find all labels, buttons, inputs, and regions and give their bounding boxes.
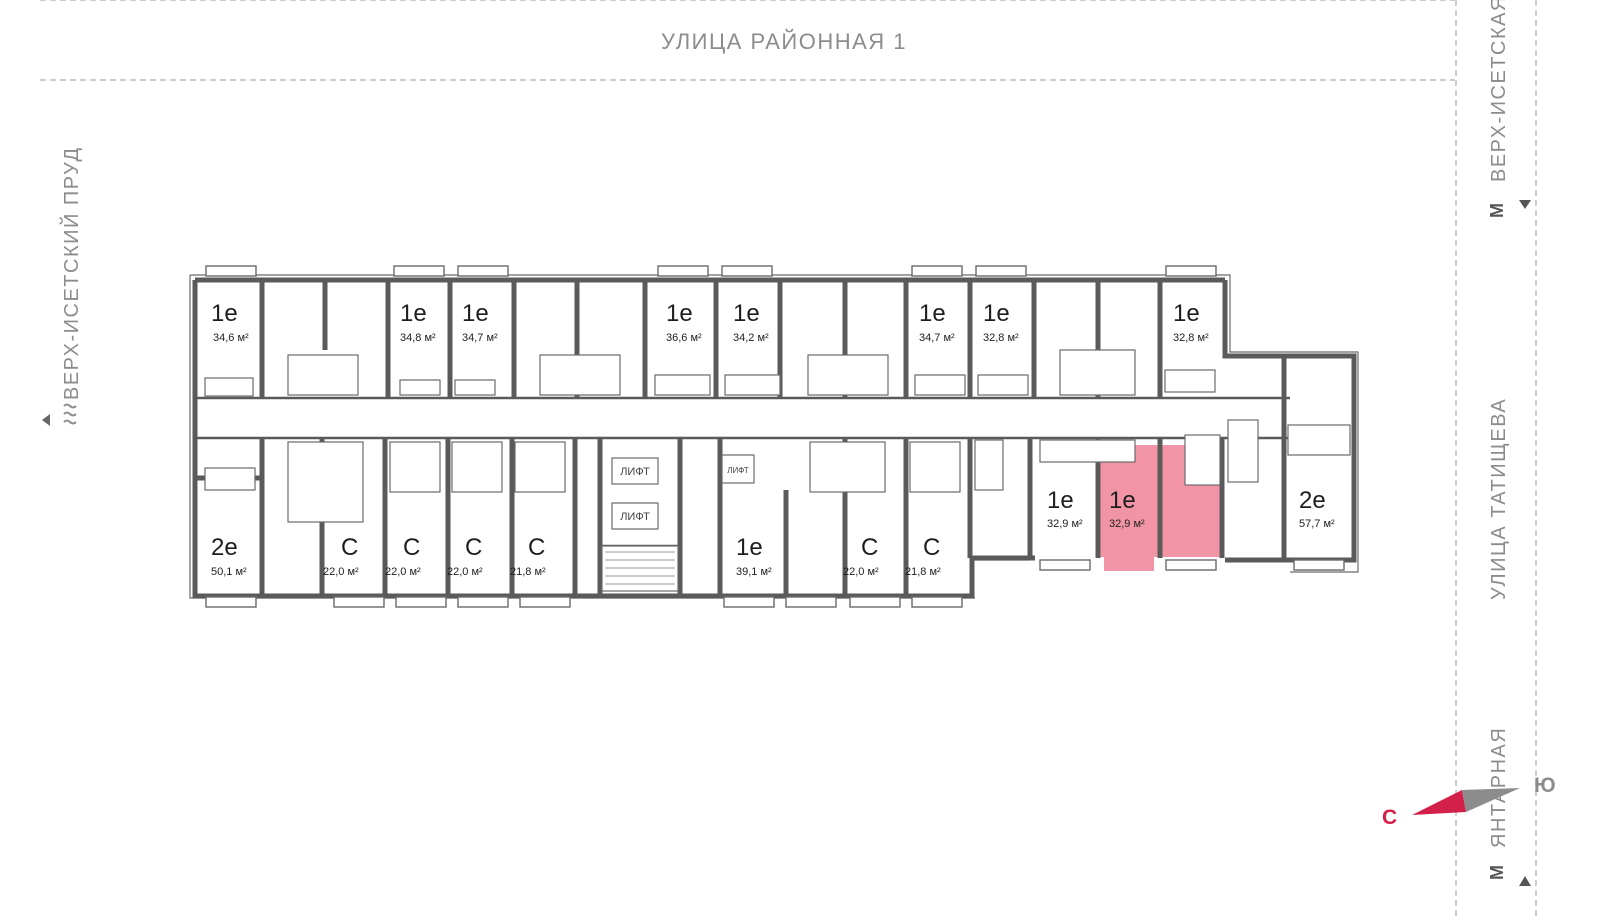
apt-1e-36-6-type[interactable]: 1е bbox=[666, 300, 693, 327]
apt-c-21-8-b-area[interactable]: 21,8 м² bbox=[905, 566, 941, 578]
apt-2e-50-1-type[interactable]: 2е bbox=[211, 534, 238, 561]
apt-c-22-0-b-area[interactable]: 22,0 м² bbox=[385, 566, 421, 578]
apt-c-21-8-b-type[interactable]: С bbox=[923, 534, 940, 561]
apt-c-22-0-a-area[interactable]: 22,0 м² bbox=[323, 566, 359, 578]
apt-1e-34-2-area[interactable]: 34,2 м² bbox=[733, 332, 769, 344]
apt-c-22-0-d-area[interactable]: 22,0 м² bbox=[843, 566, 879, 578]
apt-1e-32-8-a-area[interactable]: 32,8 м² bbox=[983, 332, 1019, 344]
apt-1e-32-9-a-area[interactable]: 32,9 м² bbox=[1047, 518, 1083, 530]
apt-1e-34-8-area[interactable]: 34,8 м² bbox=[400, 332, 436, 344]
lift-2 bbox=[611, 502, 659, 530]
metro-top-icon: М bbox=[1487, 203, 1507, 218]
lift-3 bbox=[721, 454, 755, 484]
site-borders bbox=[40, 0, 1537, 920]
apt-2e-50-1-area[interactable]: 50,1 м² bbox=[211, 566, 247, 578]
apt-c-21-8-a-type[interactable]: С bbox=[528, 534, 545, 561]
street-label-left: ВЕРХ-ИСЕТСКИЙ ПРУД bbox=[59, 146, 83, 400]
metro-top-group: ВЕРХ-ИСЕТСКАЯ bbox=[1488, 0, 1510, 182]
metro-bottom-group: ЯНТАРНАЯ bbox=[1488, 727, 1510, 848]
street-label-top: УЛИЦА РАЙОННАЯ 1 bbox=[661, 29, 907, 54]
apt-1e-32-9-a-type[interactable]: 1е bbox=[1047, 487, 1074, 514]
metro-top-icon-group: М bbox=[1487, 203, 1507, 218]
apt-c-22-0-d-type[interactable]: С bbox=[861, 534, 878, 561]
apt-1e-32-8-a-type[interactable]: 1е bbox=[983, 300, 1010, 327]
apt-1e-34-7-b-type[interactable]: 1е bbox=[919, 300, 946, 327]
apt-1e-39-1-type[interactable]: 1е bbox=[736, 534, 763, 561]
apt-c-22-0-b-type[interactable]: С bbox=[403, 534, 420, 561]
apt-1e-34-7-a-type[interactable]: 1е bbox=[462, 300, 489, 327]
apt-1e-39-1-area[interactable]: 39,1 м² bbox=[736, 566, 772, 578]
apt-1e-32-9-b-area[interactable]: 32,9 м² bbox=[1109, 518, 1145, 530]
bathrooms-top bbox=[204, 349, 1216, 397]
apt-1e-34-6-area[interactable]: 34,6 м² bbox=[213, 332, 249, 344]
lift-1 bbox=[611, 457, 659, 485]
apt-1e-34-2-type[interactable]: 1е bbox=[733, 300, 760, 327]
apt-2e-57-7-area[interactable]: 57,7 м² bbox=[1299, 518, 1335, 530]
compass-south-label: Ю bbox=[1534, 774, 1556, 797]
arrow-up-icon bbox=[1519, 876, 1531, 886]
street-label-right: УЛИЦА ТАТИЩЕВА bbox=[1488, 398, 1510, 600]
windows-bottom bbox=[205, 559, 1345, 608]
selected-apartment-balcony[interactable] bbox=[1104, 557, 1154, 571]
apt-1e-34-7-b-area[interactable]: 34,7 м² bbox=[919, 332, 955, 344]
apt-2e-57-7-type[interactable]: 2е bbox=[1299, 487, 1326, 514]
apt-1e-32-8-b-type[interactable]: 1е bbox=[1173, 300, 1200, 327]
apt-1e-32-8-b-area[interactable]: 32,8 м² bbox=[1173, 332, 1209, 344]
apt-1e-36-6-area[interactable]: 36,6 м² bbox=[666, 332, 702, 344]
water-icon bbox=[42, 403, 77, 426]
apt-1e-34-6-type[interactable]: 1е bbox=[211, 300, 238, 327]
apt-1e-34-8-type[interactable]: 1е bbox=[400, 300, 427, 327]
building bbox=[189, 265, 1359, 608]
core bbox=[598, 436, 755, 592]
windows-top bbox=[205, 265, 1217, 277]
apartment-labels: 1е 34,6 м² 1е 34,8 м² 1е 34,7 м² 1е 36,6 м² 1е 34… bbox=[211, 300, 1335, 578]
arrow-down-icon bbox=[1519, 200, 1531, 209]
apt-c-21-8-a-area[interactable]: 21,8 м² bbox=[510, 566, 546, 578]
street-label-right-group: УЛИЦА ТАТИЩЕВА bbox=[1488, 398, 1510, 600]
apt-c-22-0-a-type[interactable]: С bbox=[341, 534, 358, 561]
metro-label-top: ВЕРХ-ИСЕТСКАЯ bbox=[1488, 0, 1510, 182]
bathrooms-bottom bbox=[204, 419, 1351, 523]
lift-label-1: ЛИФТ bbox=[620, 466, 650, 478]
apt-c-22-0-c-area[interactable]: 22,0 м² bbox=[447, 566, 483, 578]
metro-bottom-icon: М bbox=[1487, 865, 1507, 880]
metro-label-bottom: ЯНТАРНАЯ bbox=[1488, 727, 1510, 848]
compass-icon: С Ю bbox=[1382, 774, 1556, 829]
lift-label-2: ЛИФТ bbox=[620, 511, 650, 523]
apt-c-22-0-c-type[interactable]: С bbox=[465, 534, 482, 561]
lift-label-3: ЛИФТ bbox=[727, 466, 749, 475]
metro-bottom-icon-group: М bbox=[1487, 865, 1507, 880]
street-label-left-group: ВЕРХ-ИСЕТСКИЙ ПРУД bbox=[59, 146, 83, 400]
apt-1e-34-7-a-area[interactable]: 34,7 м² bbox=[462, 332, 498, 344]
apt-1e-32-9-b-type[interactable]: 1е bbox=[1109, 487, 1136, 514]
compass-north-label: С bbox=[1382, 806, 1397, 829]
